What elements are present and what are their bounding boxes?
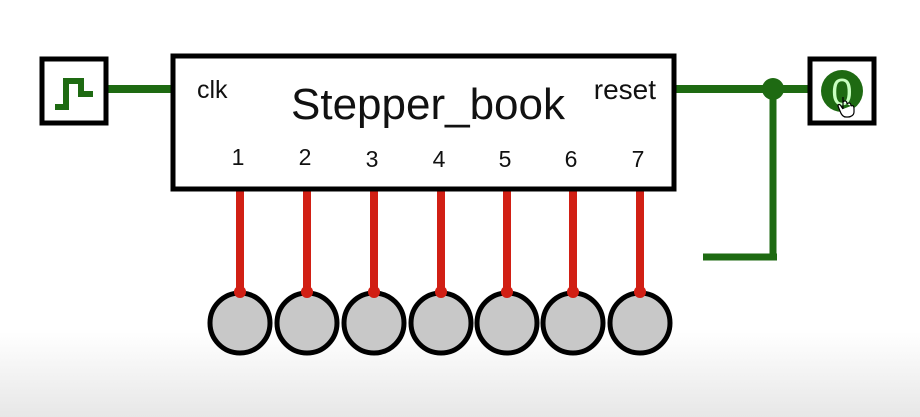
led-pin-dot-top-3 — [368, 286, 380, 298]
toggle-switch-icon — [821, 70, 863, 112]
output-led-2 — [274, 290, 340, 356]
output-pin-labels: 1 2 3 4 5 6 7 — [232, 144, 645, 172]
output-led-7 — [607, 290, 673, 356]
clock-source[interactable] — [39, 56, 109, 126]
output-led-5 — [474, 290, 540, 356]
output-led-1 — [207, 290, 273, 356]
component-title: Stepper_book — [291, 80, 566, 129]
clock-square-wave-icon — [55, 78, 93, 110]
led-pin-dot-top-4 — [435, 286, 447, 298]
reset-pin-label: reset — [594, 74, 656, 105]
clk-pin-label: clk — [197, 76, 228, 104]
stepper-component[interactable]: Stepper_book clk reset 1 2 3 4 5 6 7 — [170, 53, 677, 192]
output-pin-label: 6 — [565, 146, 578, 172]
output-pin-label: 4 — [433, 146, 446, 172]
output-leds — [207, 286, 673, 356]
hand-cursor-icon — [837, 97, 855, 118]
reset-toggle[interactable]: 0 — [807, 56, 877, 126]
wire-junction — [762, 78, 784, 100]
led-pin-dot-top-1 — [234, 286, 246, 298]
output-wires — [234, 183, 646, 298]
output-pin-label: 7 — [632, 146, 645, 172]
output-led-4 — [408, 290, 474, 356]
output-led-6 — [540, 290, 606, 356]
output-pin-label: 2 — [299, 144, 312, 170]
output-pin-label: 5 — [499, 146, 512, 172]
led-pin-dot-top-7 — [634, 286, 646, 298]
led-pin-dot-top-5 — [501, 286, 513, 298]
output-pin-label: 3 — [366, 146, 379, 172]
output-led-3 — [341, 290, 407, 356]
output-pin-label: 1 — [232, 144, 245, 170]
led-pin-dot-top-2 — [301, 286, 313, 298]
led-pin-dot-top-6 — [567, 286, 579, 298]
